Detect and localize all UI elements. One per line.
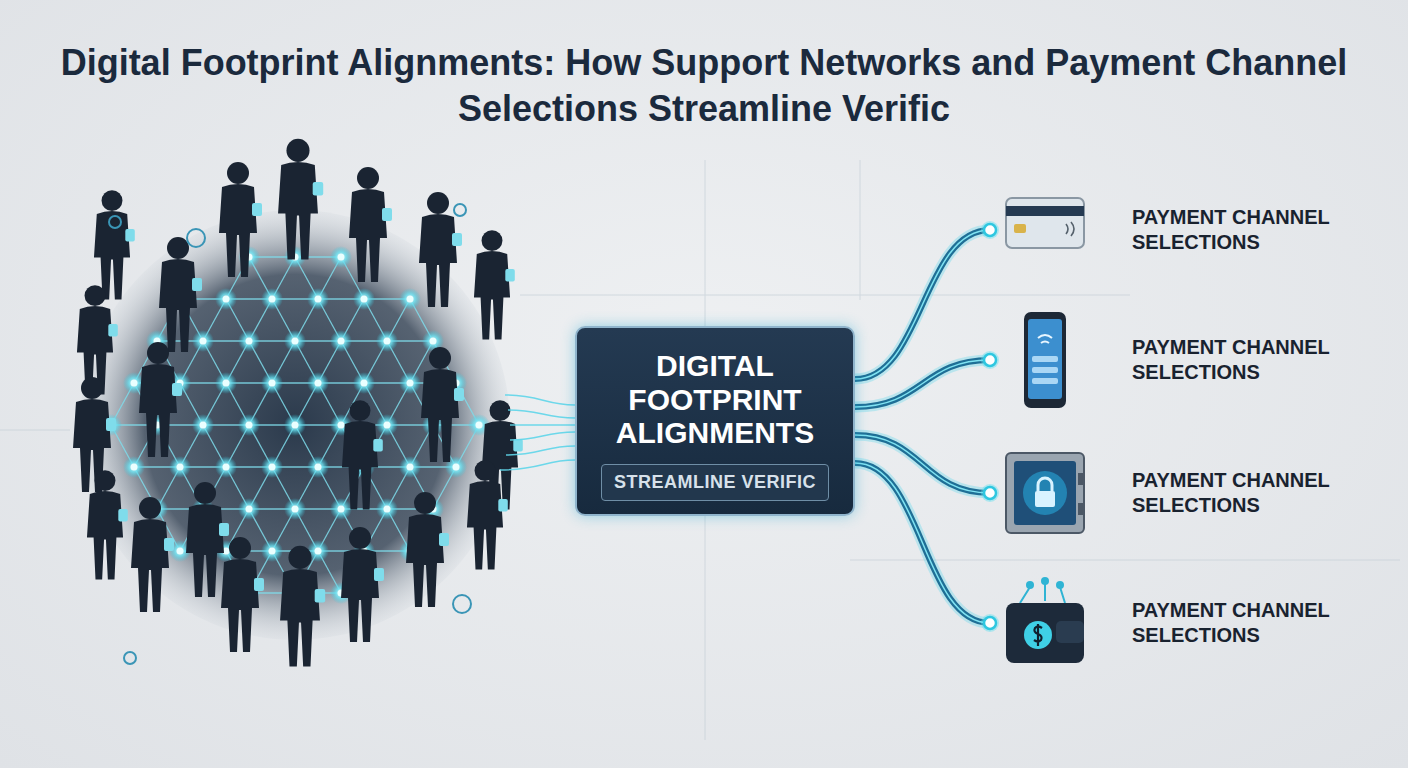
network-node [399,372,421,394]
channel-connector [855,351,999,407]
network-node [376,498,398,520]
network-node [307,288,329,310]
network-node [284,414,306,436]
person-silhouette [349,167,392,282]
connector-glow [855,360,990,407]
person-silhouette [419,192,462,307]
person-silhouette [221,537,264,652]
person-silhouette [73,377,116,492]
network-node [215,456,237,478]
network-node [330,330,352,352]
person-silhouette [406,492,449,607]
central-box: DIGITAL FOOTPRINT ALIGNMENTS STREAMLINE V… [575,326,855,516]
deco-rings [109,204,471,664]
network-node [353,372,375,394]
channel-label: PAYMENT CHANNEL SELECTIONS [1132,205,1367,255]
connector-highlight [855,360,990,407]
end-dot-glow [981,614,999,632]
end-dot [984,617,996,629]
network-node [307,372,329,394]
network-node [238,498,260,520]
person-silhouette [131,497,174,612]
payment-channel-node: PAYMENT CHANNEL SELECTIONS [990,573,1367,673]
channel-connector [855,463,999,632]
network-node [215,288,237,310]
payment-icon [1000,443,1090,543]
person-silhouette [341,527,384,642]
network-node [376,414,398,436]
end-dot [984,224,996,236]
network-node [307,456,329,478]
person-silhouette [159,237,202,352]
network-node [261,372,283,394]
person-silhouette [77,285,118,394]
channel-label: PAYMENT CHANNEL SELECTIONS [1132,598,1367,648]
connector-line [855,360,990,407]
network-node [353,288,375,310]
payment-icon [1000,310,1090,410]
grid-lines [0,160,1400,740]
network-node [330,246,352,268]
network-node [284,498,306,520]
inner-label-box: STREAMLINE VERIFIC [601,464,829,501]
end-dot [984,354,996,366]
diagram-title: Digital Footprint Alignments: How Suppor… [50,40,1358,132]
payment-icon [1000,573,1090,673]
network-node [330,498,352,520]
payment-channel-node: PAYMENT CHANNEL SELECTIONS [990,310,1367,410]
connector-glow [855,463,990,623]
network-node [238,330,260,352]
person-silhouette [280,546,325,667]
person-silhouette [278,139,323,260]
payment-icon [1000,180,1090,280]
network-node [238,414,260,436]
end-dot [984,487,996,499]
person-silhouette [87,470,128,579]
network-node [284,330,306,352]
person-silhouette [94,190,135,299]
network-node [169,456,191,478]
connector-highlight [855,463,990,623]
person-silhouette [421,347,464,462]
person-silhouette [186,482,229,597]
person-silhouette [139,342,182,457]
network-node [261,288,283,310]
network-node [192,414,214,436]
person-silhouette [342,400,383,509]
end-dot-glow [981,351,999,369]
end-dot-glow [981,221,999,239]
people-silhouettes [73,139,523,667]
feed-lines [500,395,575,470]
end-dot-glow [981,484,999,502]
box-subheading: STREAMLINE VERIFIC [614,472,816,493]
payment-channel-node: PAYMENT CHANNEL SELECTIONS [990,180,1367,280]
network-node [376,330,398,352]
network-node [399,288,421,310]
connector-line [855,463,990,623]
network-node [261,456,283,478]
network-node [123,456,145,478]
network-node [192,330,214,352]
network-node [261,540,283,562]
network-node [399,456,421,478]
channel-label: PAYMENT CHANNEL SELECTIONS [1132,468,1367,518]
person-silhouette [474,230,515,339]
payment-channel-node: PAYMENT CHANNEL SELECTIONS [990,443,1367,543]
network-node [215,372,237,394]
person-silhouette [467,460,508,569]
person-silhouette [219,162,262,277]
box-heading: DIGITAL FOOTPRINT ALIGNMENTS [605,349,825,450]
channel-label: PAYMENT CHANNEL SELECTIONS [1132,335,1367,385]
